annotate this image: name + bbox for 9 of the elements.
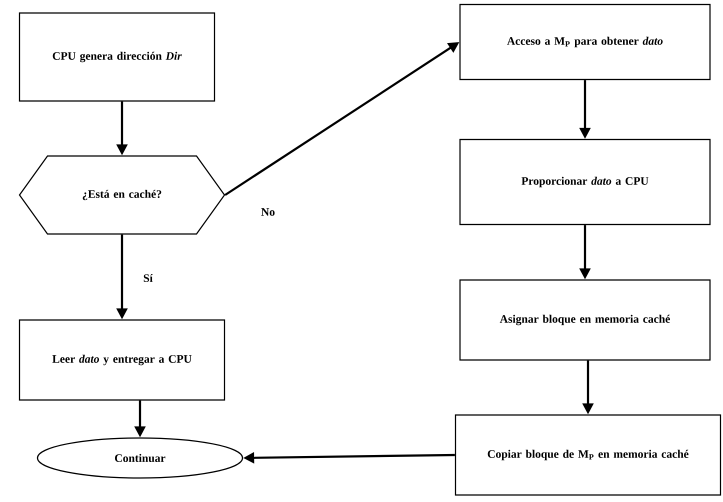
process-box: Leer dato y entregar a CPU bbox=[18, 319, 226, 401]
process-box: Asignar bloque en memoria caché bbox=[459, 279, 711, 361]
process-box: CPU genera dirección Dir bbox=[18, 12, 216, 102]
process-box: Proporcionar dato a CPU bbox=[459, 138, 711, 226]
process-box: Acceso a M$_{P}$ para obtener dato bbox=[459, 4, 711, 80]
edge-label: Sí bbox=[142, 272, 154, 284]
process-box: Copiar bloque de M$_{P}$ en memoria caché bbox=[454, 414, 722, 496]
decision-hexagon: ¿Está en caché? bbox=[18, 155, 226, 235]
edge-label: No bbox=[260, 207, 276, 217]
